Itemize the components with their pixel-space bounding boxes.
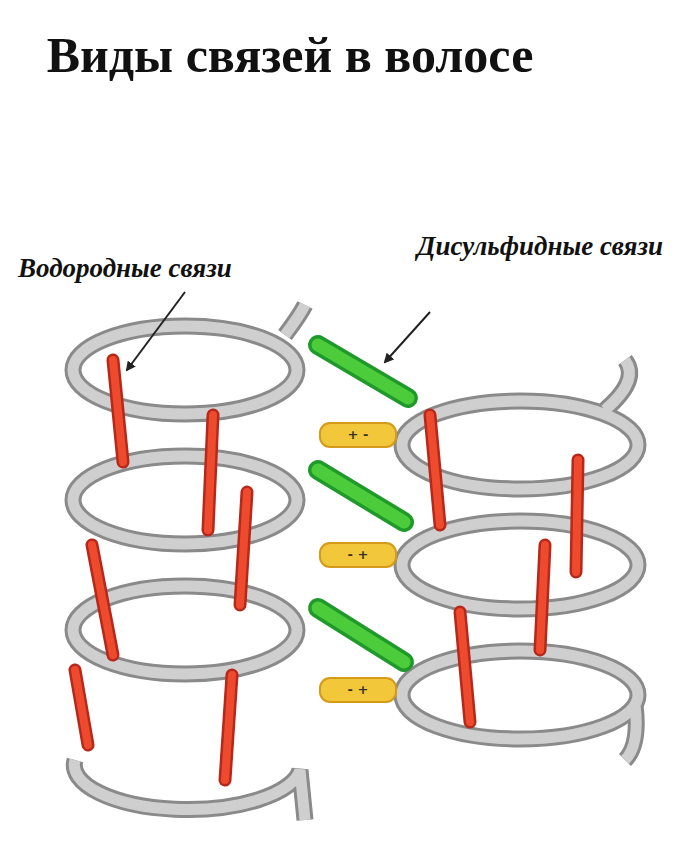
left-helix: [73, 305, 305, 820]
leader-lines: [127, 292, 430, 370]
disulfide-bonds: [318, 345, 408, 662]
diagram-title: Виды связей в волосе: [20, 22, 560, 88]
charge-symbol: - +: [320, 682, 396, 698]
salt-bonds: [320, 423, 396, 702]
callout-label: Дисульфидные связи: [400, 230, 680, 262]
hydrogen-bonds: [75, 360, 578, 780]
right-helix: [402, 360, 638, 760]
charge-symbol: + -: [320, 427, 396, 443]
callout-label: Водородные связи: [18, 252, 348, 284]
charge-symbol: - +: [320, 547, 396, 563]
